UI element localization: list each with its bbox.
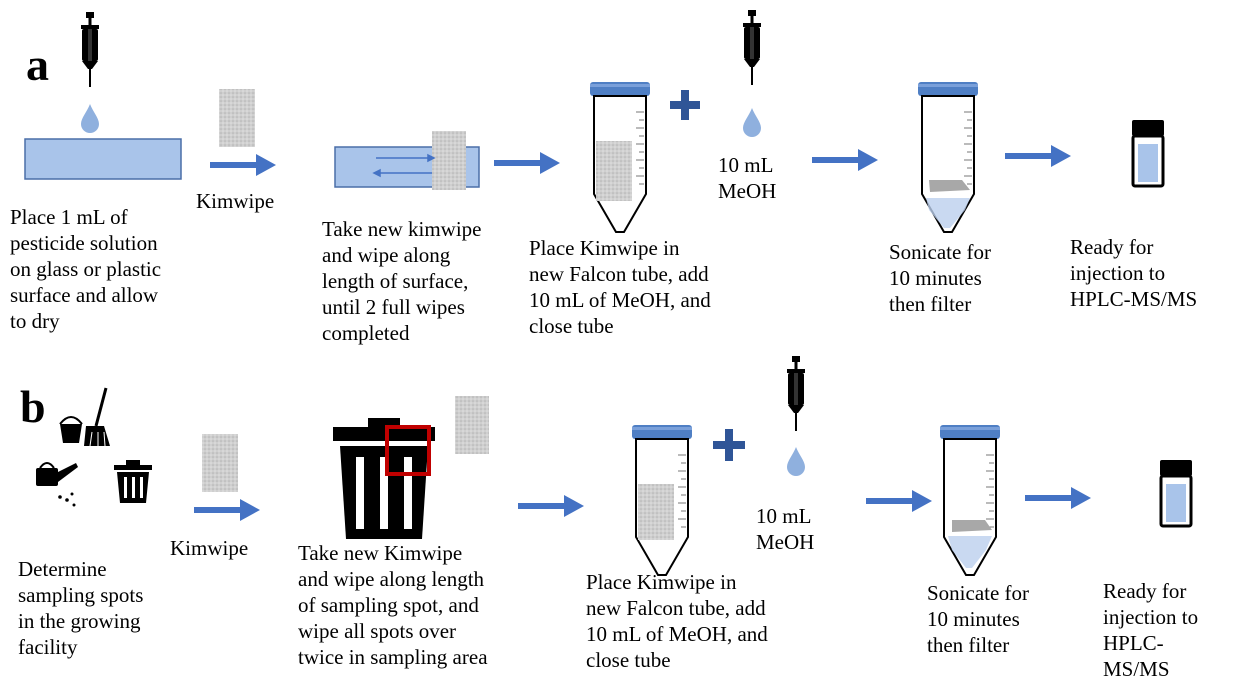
flow-arrow-6: [518, 495, 584, 517]
kimwipe-icon: [596, 141, 632, 201]
kimwipe-label-a: Kimwipe: [196, 189, 275, 213]
syringe-icon: [787, 356, 805, 431]
vial-icon: [1158, 458, 1194, 528]
trash-can-icon: [333, 418, 435, 539]
methanol-label-b: 10 mL MeOH: [756, 504, 815, 554]
flow-arrow-8: [1025, 487, 1091, 509]
highlight-box: [385, 425, 431, 476]
trash-can-icon: [114, 460, 152, 503]
kimwipe-icon: [929, 180, 970, 192]
kimwipe-label-b: Kimwipe: [170, 536, 249, 560]
kimwipe-icon: [432, 131, 466, 190]
cleaning-supplies-icon: [59, 387, 110, 447]
step-b5-text: Ready for injection to HPLC- MS/MS: [1103, 579, 1199, 681]
glass-surface-icon: [24, 138, 182, 180]
kimwipe-icon: [455, 396, 489, 454]
kimwipe-icon: [219, 89, 255, 147]
kimwipe-icon: [202, 434, 238, 492]
plus-icon: [670, 90, 700, 120]
methanol-label-a: 10 mL MeOH: [718, 153, 777, 203]
kimwipe-icon: [952, 520, 992, 532]
step-a4-text: Sonicate for 10 minutes then filter: [889, 240, 992, 316]
flow-arrow-7: [866, 490, 932, 512]
drop-icon: [787, 447, 805, 476]
plus-icon: [713, 429, 745, 461]
step-b1-text: Determine sampling spots in the growing …: [18, 557, 144, 659]
step-a2-text: Take new kimwipe and wipe along length o…: [322, 217, 482, 345]
step-b3-text: Place Kimwipe in new Falcon tube, add 10…: [586, 570, 768, 672]
flow-arrow-5: [194, 499, 260, 521]
panel-b-letter: b: [20, 381, 46, 432]
panel-a-letter: a: [26, 39, 49, 90]
step-b4-text: Sonicate for 10 minutes then filter: [927, 581, 1030, 657]
step-b2-text: Take new Kimwipe and wipe along length o…: [298, 541, 488, 669]
step-a1-text: Place 1 mL of pesticide solution on glas…: [10, 205, 162, 333]
kimwipe-icon: [638, 484, 674, 540]
wipe-direction-arrows: [372, 153, 436, 178]
step-a3-text: Place Kimwipe in new Falcon tube, add 10…: [529, 236, 711, 338]
watering-can-icon: [36, 462, 78, 507]
step-a5-text: Ready for injection to HPLC-MS/MS: [1070, 235, 1198, 311]
